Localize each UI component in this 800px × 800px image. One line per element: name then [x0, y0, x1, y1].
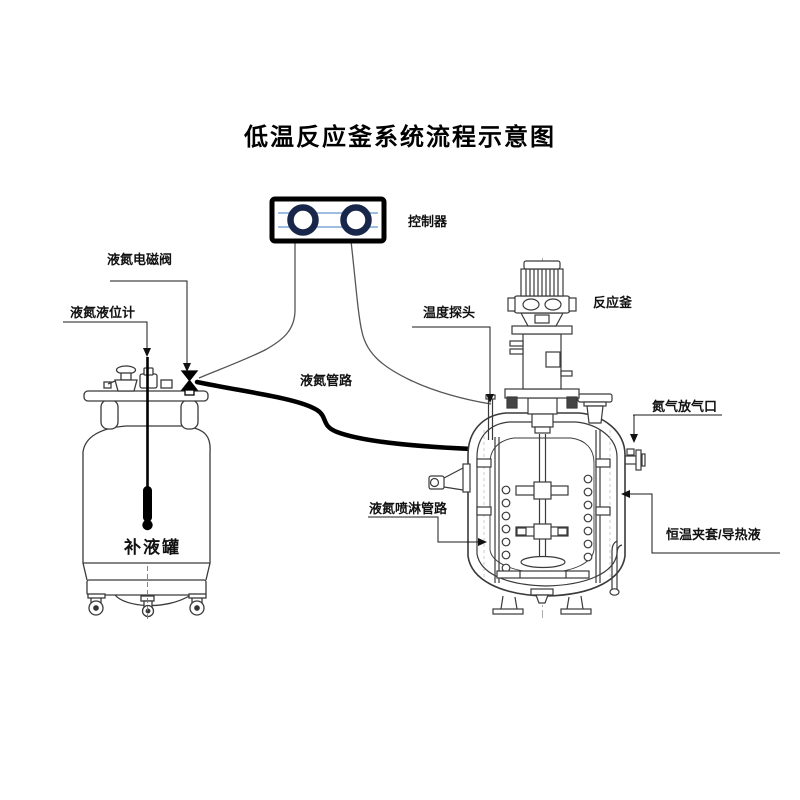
ln2-pipe — [194, 379, 475, 452]
seal-column — [509, 325, 573, 390]
tank-hand-valve — [103, 365, 138, 392]
solenoid-valve — [180, 370, 199, 396]
label-ln2-solenoid-valve: 液氮电磁阀 — [107, 252, 173, 267]
controller-dial-right — [340, 204, 372, 236]
reactor-drawing — [428, 258, 646, 618]
tank-base — [86, 579, 207, 596]
makeup-tank-drawing — [82, 357, 211, 622]
side-bracket — [428, 463, 471, 493]
vessel-inner-wall — [489, 437, 595, 574]
agitator-motor — [520, 260, 564, 297]
signal-wire-to-temp-probe — [350, 240, 492, 405]
tank-casters — [87, 593, 207, 618]
vessel-outer-shell — [467, 412, 626, 597]
jacket-drain-pipe — [609, 540, 623, 596]
leader-lines — [63, 280, 780, 554]
label-temperature-probe: 温度探头 — [423, 305, 476, 320]
spray-pipe-right — [583, 430, 611, 583]
leader-arrowheads — [143, 348, 638, 546]
label-ln2-level-gauge: 液氮液位计 — [70, 305, 136, 320]
controller-dial-left — [287, 204, 319, 236]
signal-wire-to-solenoid — [198, 241, 296, 379]
tank-top-plate — [83, 390, 209, 402]
n2-vent-nozzle — [625, 448, 646, 471]
agitator — [515, 434, 569, 569]
bottom-outlet — [530, 588, 554, 604]
head-port — [577, 393, 613, 424]
page-title: 低温反应釜系统流程示意图 — [244, 125, 556, 151]
label-ln2-spray-pipeline: 液氮喷淋管路 — [369, 501, 448, 516]
controller-signal-wires — [198, 240, 492, 405]
controller-box — [269, 196, 387, 244]
label-reactor: 反应釜 — [593, 295, 633, 310]
label-ln2-pipeline: 液氮管路 — [300, 373, 353, 388]
label-controller: 控制器 — [408, 214, 448, 229]
spray-pipe-left — [476, 437, 511, 583]
reactor-legs — [492, 595, 592, 615]
motor-bracket — [507, 295, 577, 327]
label-thermostatic-jacket: 恒温夹套/导热液 — [666, 527, 761, 542]
label-n2-vent-port: 氮气放气口 — [652, 399, 718, 414]
label-makeup-tank: 补液罐 — [124, 538, 181, 557]
level-gauge-rod — [142, 357, 153, 531]
